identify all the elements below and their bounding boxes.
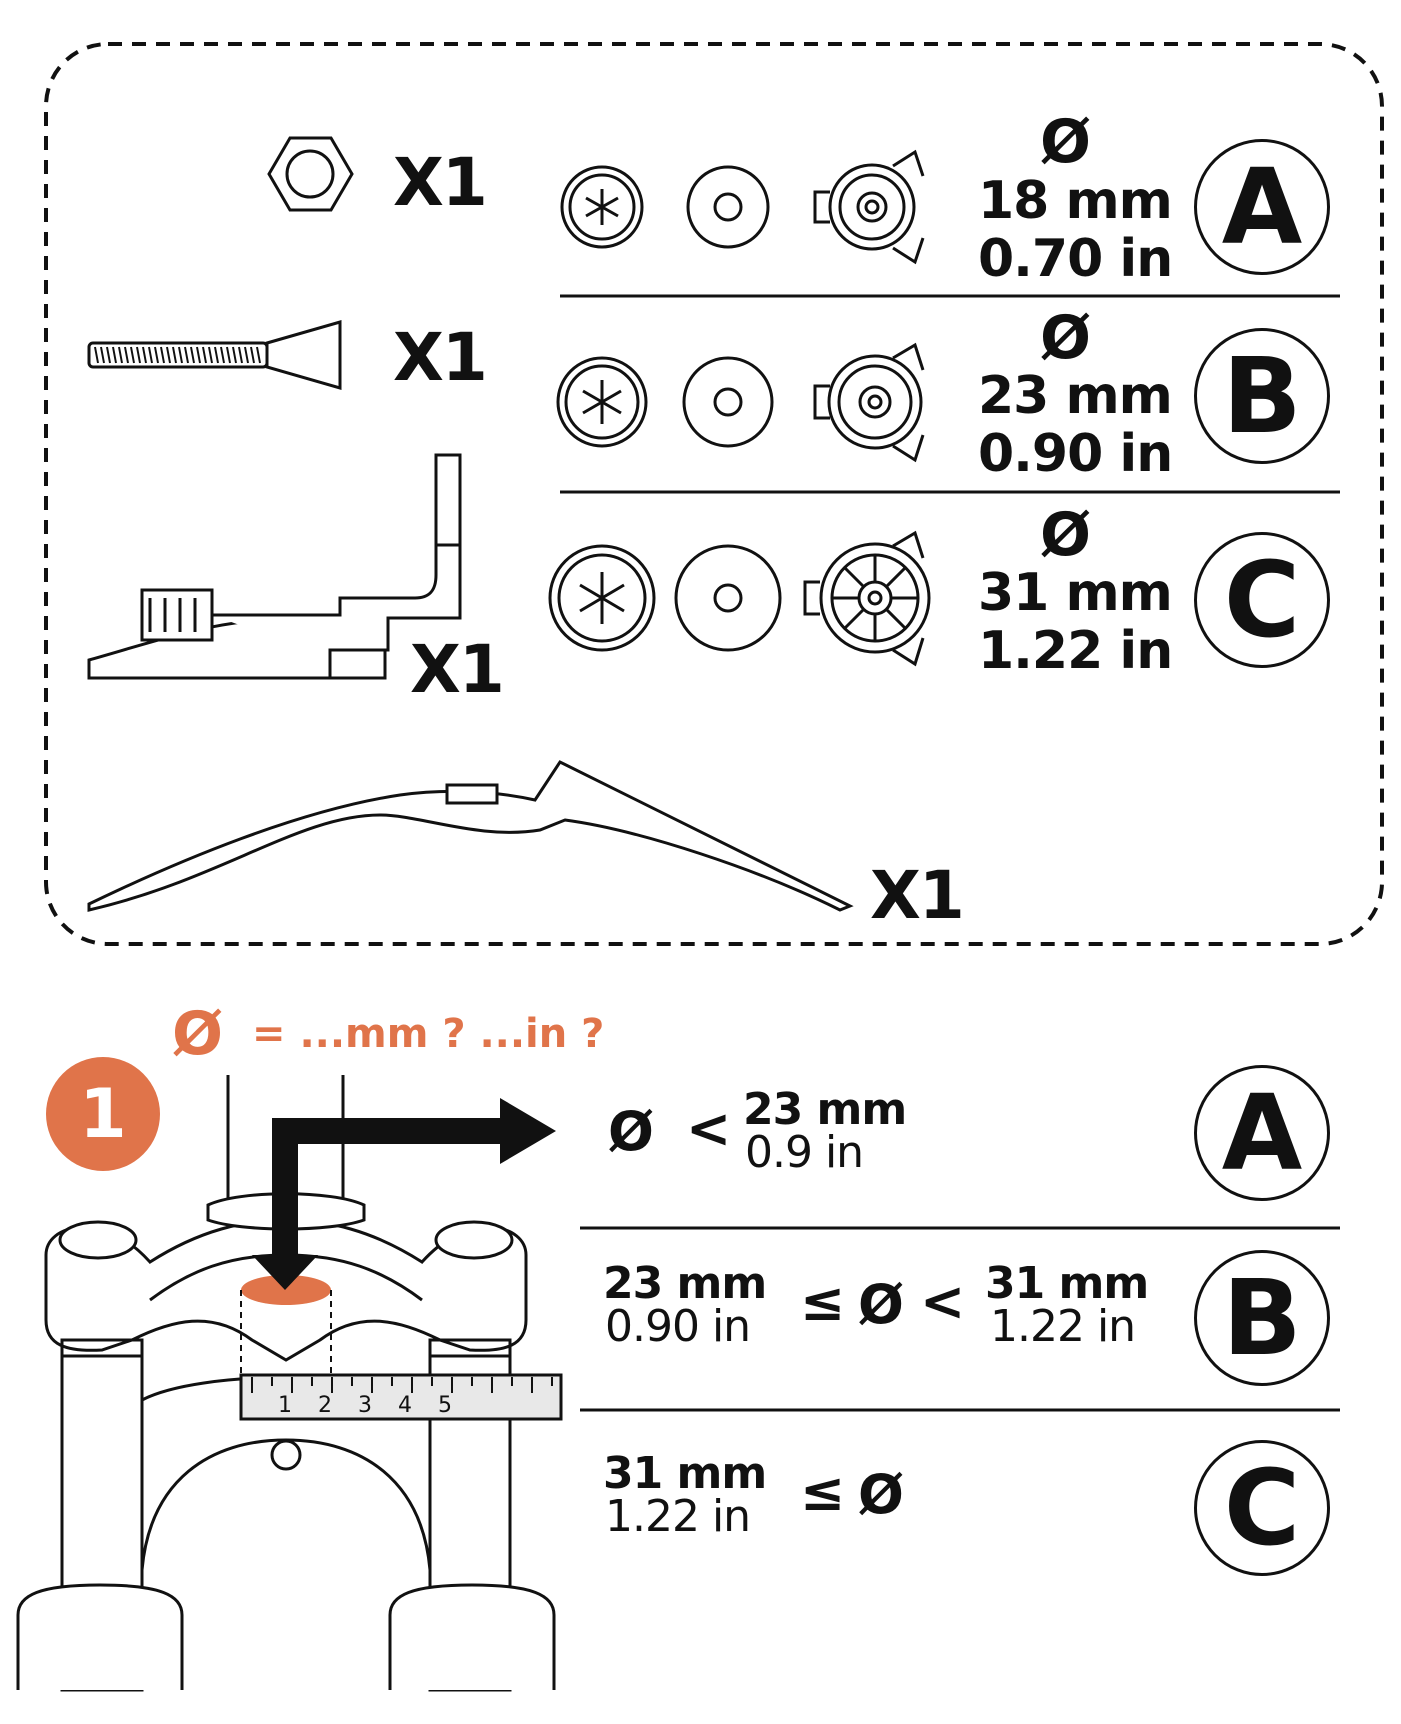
size-letter-b: B bbox=[1194, 328, 1330, 464]
threshold-in: 0.9 in bbox=[745, 1127, 864, 1178]
bolt-thread bbox=[184, 346, 189, 364]
less-than: < bbox=[686, 1097, 732, 1160]
bolt-thread bbox=[100, 346, 105, 364]
fork-crown-illustration bbox=[16, 1075, 556, 1692]
bolt-thread bbox=[244, 346, 249, 364]
bolt-thread bbox=[220, 346, 225, 364]
star-washer-icon bbox=[548, 544, 656, 652]
bolt-thread bbox=[94, 346, 99, 364]
ruler-tick-label: 2 bbox=[318, 1393, 332, 1418]
hex-nut-icon bbox=[267, 136, 354, 212]
bolt-thread bbox=[160, 346, 165, 364]
mudguard-quantity: X1 bbox=[870, 857, 965, 934]
bolt-thread bbox=[256, 346, 261, 364]
diameter-symbol: Ø bbox=[1040, 303, 1092, 373]
size-in: 1.22 in bbox=[978, 621, 1173, 681]
low-mm: 31 mm bbox=[603, 1448, 767, 1499]
nut-quantity: X1 bbox=[393, 144, 488, 221]
star-washer-icon bbox=[560, 165, 644, 249]
size-mm: 18 mm bbox=[978, 171, 1173, 231]
rule-letter-b: B bbox=[1194, 1250, 1330, 1386]
rule-letter-c: C bbox=[1194, 1440, 1330, 1576]
bolt-thread bbox=[124, 346, 129, 364]
bolt-quantity: X1 bbox=[393, 319, 488, 396]
bolt-thread bbox=[202, 346, 207, 364]
bolt-thread bbox=[142, 346, 147, 364]
star-washer-icon bbox=[556, 356, 648, 448]
bolt-thread bbox=[208, 346, 213, 364]
step-number-badge: 1 bbox=[46, 1057, 160, 1171]
measure-spot bbox=[241, 1275, 331, 1305]
wing-nut-icon bbox=[813, 149, 925, 265]
ruler-tick-label: 5 bbox=[438, 1393, 452, 1418]
bolt-thread bbox=[250, 346, 255, 364]
bolt-thread bbox=[238, 346, 243, 364]
bracket-icon bbox=[87, 453, 462, 680]
size-letter-c: C bbox=[1194, 532, 1330, 668]
bolt-thread bbox=[232, 346, 237, 364]
less-equal: ≤ bbox=[800, 1270, 846, 1333]
threshold-mm: 23 mm bbox=[743, 1084, 907, 1135]
low-in: 0.90 in bbox=[605, 1301, 751, 1352]
bolt-thread bbox=[214, 346, 219, 364]
low-in: 1.22 in bbox=[605, 1491, 751, 1542]
wing-nut-icon bbox=[813, 342, 925, 463]
diameter-symbol: Ø bbox=[1040, 500, 1092, 570]
rule-letter-a: A bbox=[1194, 1065, 1330, 1201]
bolt-thread bbox=[136, 346, 141, 364]
size-mm: 23 mm bbox=[978, 366, 1173, 426]
flat-washer-icon bbox=[674, 544, 782, 652]
high-mm: 31 mm bbox=[985, 1258, 1149, 1309]
ruler-icon bbox=[239, 1373, 563, 1421]
diameter-symbol: Ø bbox=[858, 1273, 904, 1336]
bolt-thread bbox=[118, 346, 123, 364]
bolt-thread bbox=[190, 346, 195, 364]
bracket-quantity: X1 bbox=[410, 631, 505, 708]
bolt-thread bbox=[154, 346, 159, 364]
measure-question: = ...mm ? ...in ? bbox=[252, 1011, 605, 1057]
arrow-icon bbox=[252, 1098, 556, 1290]
ruler-tick-label: 1 bbox=[278, 1393, 292, 1418]
bolt-thread bbox=[112, 346, 117, 364]
diameter-symbol: Ø bbox=[608, 1100, 654, 1163]
size-mm: 31 mm bbox=[978, 563, 1173, 623]
bolt-icon bbox=[87, 320, 342, 390]
bolt-thread bbox=[178, 346, 183, 364]
size-in: 0.70 in bbox=[978, 229, 1173, 289]
size-in: 0.90 in bbox=[978, 424, 1173, 484]
flat-washer-icon bbox=[686, 165, 770, 249]
bolt-thread bbox=[172, 346, 177, 364]
ruler-tick-label: 3 bbox=[358, 1393, 372, 1418]
diameter-symbol: Ø bbox=[1040, 107, 1092, 177]
bolt-thread bbox=[106, 346, 111, 364]
bolt-thread bbox=[166, 346, 171, 364]
ruler-tick-label: 4 bbox=[398, 1393, 412, 1418]
parts-box bbox=[44, 42, 1384, 946]
less-than: < bbox=[920, 1270, 966, 1333]
size-letter-a: A bbox=[1194, 139, 1330, 275]
wing-nut-icon bbox=[803, 530, 931, 667]
bolt-thread bbox=[148, 346, 153, 364]
flat-washer-icon bbox=[682, 356, 774, 448]
high-in: 1.22 in bbox=[990, 1301, 1136, 1352]
bolt-thread bbox=[196, 346, 201, 364]
mudguard-icon bbox=[87, 760, 854, 912]
bolt-thread bbox=[226, 346, 231, 364]
less-equal: ≤ bbox=[800, 1460, 846, 1523]
diameter-symbol: Ø bbox=[858, 1463, 904, 1526]
low-mm: 23 mm bbox=[603, 1258, 767, 1309]
bolt-thread bbox=[130, 346, 135, 364]
measure-diameter-symbol: Ø bbox=[172, 999, 224, 1069]
